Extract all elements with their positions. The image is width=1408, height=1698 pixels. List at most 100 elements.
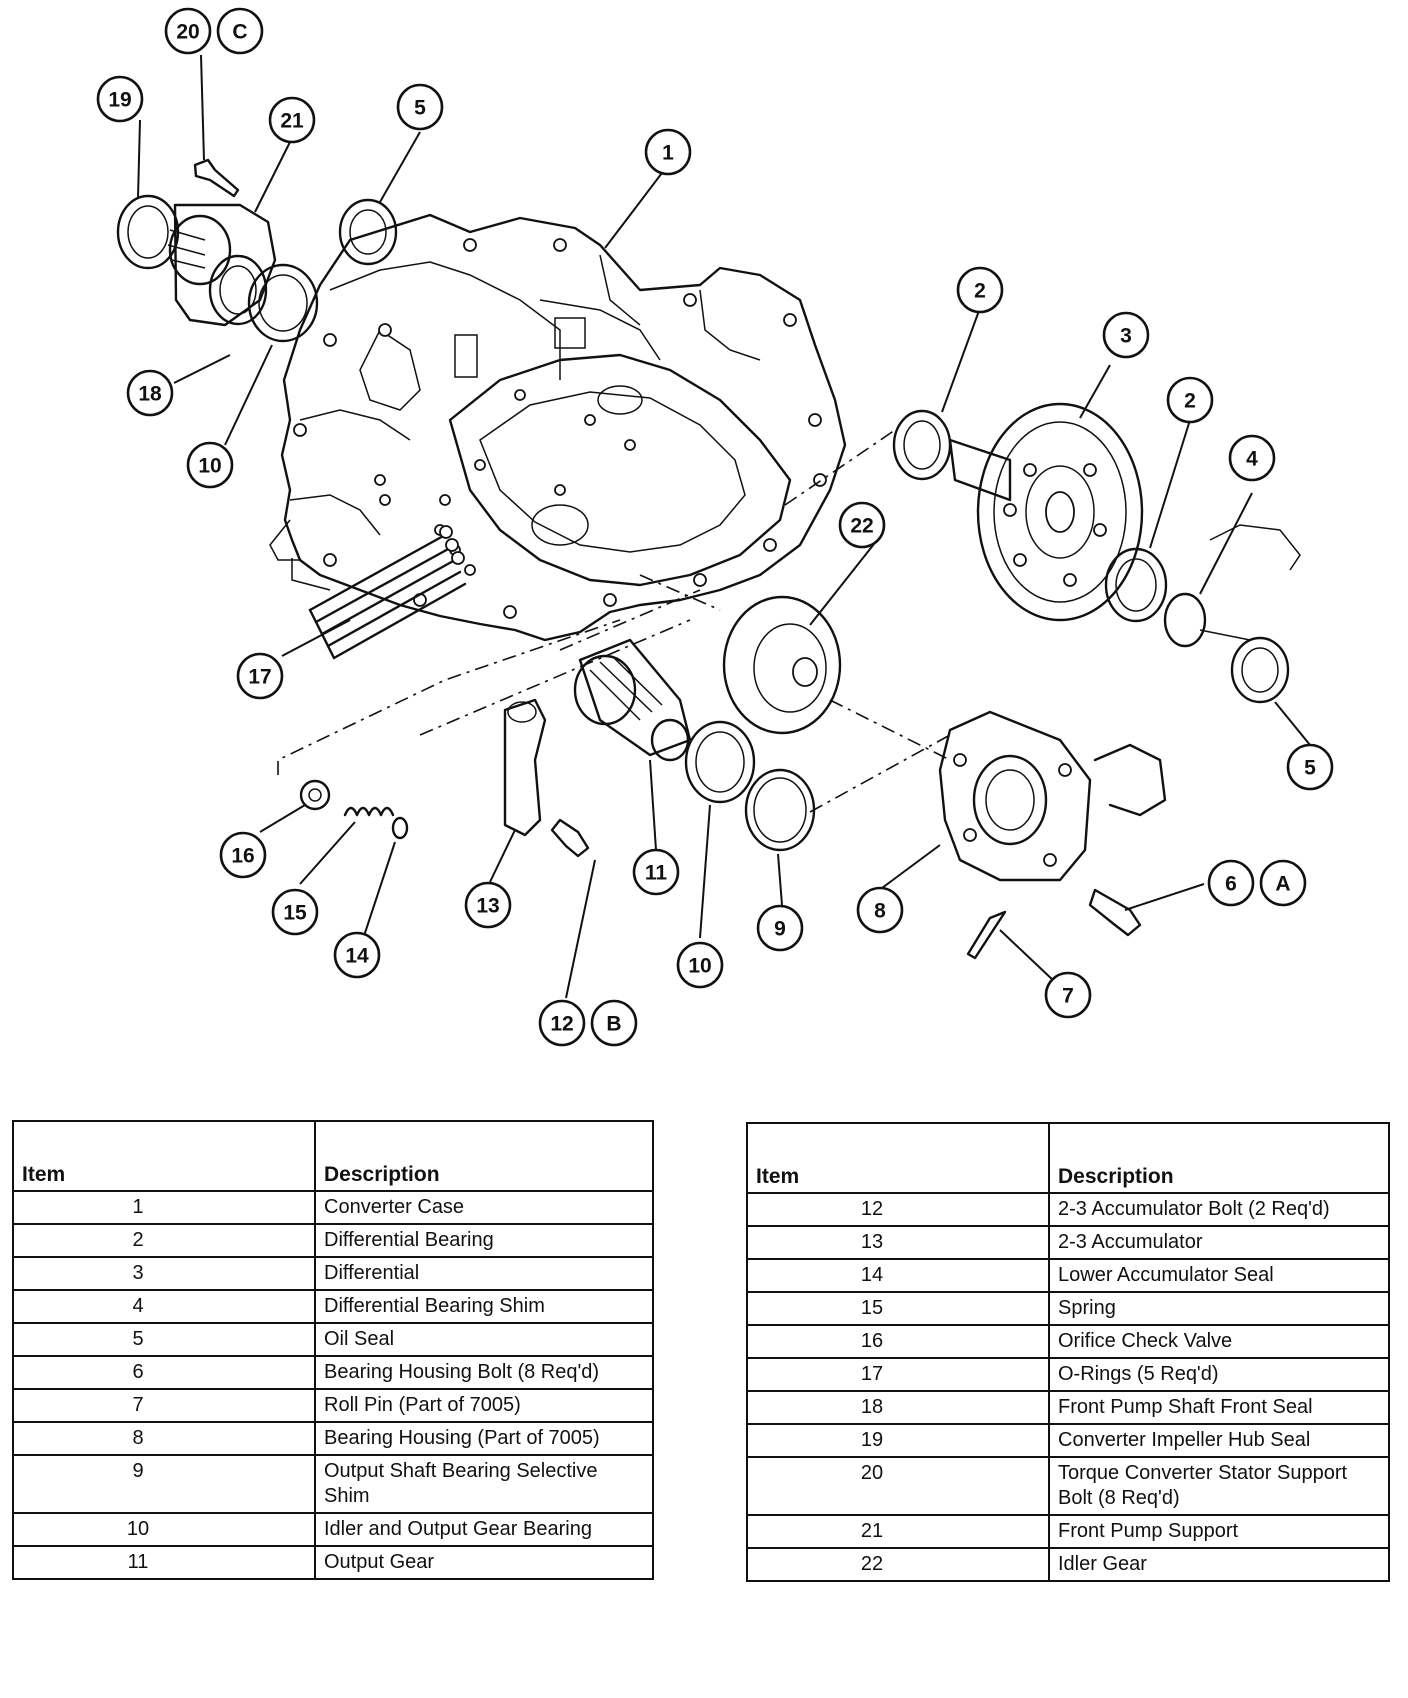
svg-text:19: 19 — [108, 89, 131, 112]
svg-text:2: 2 — [974, 280, 986, 303]
item-number: 22 — [746, 1547, 1050, 1582]
svg-text:11: 11 — [645, 862, 668, 885]
svg-text:9: 9 — [774, 918, 786, 941]
roll-pin-drawing — [966, 910, 1007, 960]
item-description: Bearing Housing Bolt (8 Req'd) — [314, 1355, 654, 1390]
callout-17: 17 — [236, 652, 284, 700]
callout-11: 11 — [632, 848, 680, 896]
assembly-lines — [277, 429, 951, 813]
item-description: Front Pump Shaft Front Seal — [1048, 1390, 1390, 1425]
svg-text:21: 21 — [280, 110, 304, 133]
svg-text:2: 2 — [1184, 390, 1196, 413]
svg-text:6: 6 — [1225, 873, 1237, 896]
svg-text:15: 15 — [283, 902, 307, 925]
item-description: O-Rings (5 Req'd) — [1048, 1357, 1390, 1392]
item-description: Output Gear — [314, 1545, 654, 1580]
item-number: 4 — [12, 1289, 316, 1324]
item-description: Output Shaft Bearing Selective Shim — [314, 1454, 654, 1514]
item-number: 16 — [746, 1324, 1050, 1359]
item-number: 13 — [746, 1225, 1050, 1260]
callout-4: 4 — [1228, 434, 1276, 482]
callout-2-right: 2 — [1166, 376, 1214, 424]
oil-seal-top-drawing — [338, 198, 398, 266]
svg-text:7: 7 — [1062, 985, 1074, 1008]
callout-1: 1 — [644, 128, 692, 176]
callout-20-letter-c: C — [216, 7, 264, 55]
svg-text:18: 18 — [138, 383, 162, 406]
item-number: 21 — [746, 1514, 1050, 1549]
item-number: 3 — [12, 1256, 316, 1291]
item-description: 2-3 Accumulator — [1048, 1225, 1390, 1260]
spring-drawing — [343, 806, 395, 817]
bearing-housing-drawing — [938, 710, 1167, 882]
svg-text:13: 13 — [476, 895, 499, 918]
svg-text:17: 17 — [248, 666, 271, 689]
item-number: 11 — [12, 1545, 316, 1580]
orifice-check-valve-drawing — [299, 779, 331, 811]
callout-20: 20 — [164, 7, 212, 55]
callout-5-right: 5 — [1286, 743, 1334, 791]
item-number: 9 — [12, 1454, 316, 1514]
front-pump-support-drawing — [116, 158, 319, 343]
item-description: Converter Impeller Hub Seal — [1048, 1423, 1390, 1458]
item-number: 10 — [12, 1512, 316, 1547]
callout-12: 12 — [538, 999, 586, 1047]
differential-drawing — [892, 402, 1301, 704]
svg-text:16: 16 — [231, 845, 254, 868]
item-number: 8 — [12, 1421, 316, 1456]
exploded-view-diagram: 1 2 3 2 4 5 5 19 20 C 21 18 10 17 22 11 … — [96, 7, 1334, 1047]
callout-19: 19 — [96, 75, 144, 123]
callout-12-letter-b: B — [590, 999, 638, 1047]
item-description: 2-3 Accumulator Bolt (2 Req'd) — [1048, 1192, 1390, 1227]
callout-16: 16 — [219, 831, 267, 879]
column-header-description: Description — [1048, 1122, 1390, 1194]
item-number: 12 — [746, 1192, 1050, 1227]
o-rings-drawing — [308, 525, 467, 660]
item-description: Orifice Check Valve — [1048, 1324, 1390, 1359]
svg-text:5: 5 — [1304, 757, 1316, 780]
svg-text:8: 8 — [874, 900, 886, 923]
callout-10-bottom: 10 — [676, 941, 724, 989]
item-description: Idler and Output Gear Bearing — [314, 1512, 654, 1547]
idler-output-bearing-drawing — [684, 720, 756, 804]
svg-text:12: 12 — [550, 1013, 573, 1036]
item-number: 17 — [746, 1357, 1050, 1392]
svg-text:4: 4 — [1246, 448, 1258, 471]
leader-lines — [137, 54, 1311, 999]
table-header-row: Item Description — [746, 1122, 1390, 1194]
item-number: 18 — [746, 1390, 1050, 1425]
item-description: Roll Pin (Part of 7005) — [314, 1388, 654, 1423]
callout-13: 13 — [464, 881, 512, 929]
converter-case-drawing — [269, 213, 847, 642]
item-number: 6 — [12, 1355, 316, 1390]
item-number: 20 — [746, 1456, 1050, 1516]
column-header-description: Description — [314, 1120, 654, 1192]
svg-text:A: A — [1275, 873, 1290, 896]
callout-15: 15 — [271, 888, 319, 936]
callout-21: 21 — [268, 96, 316, 144]
item-description: Lower Accumulator Seal — [1048, 1258, 1390, 1293]
svg-text:20: 20 — [176, 21, 199, 44]
accumulator-drawing — [503, 698, 590, 858]
bearing-housing-bolt-drawing — [1088, 888, 1142, 937]
item-description: Bearing Housing (Part of 7005) — [314, 1421, 654, 1456]
item-description: Oil Seal — [314, 1322, 654, 1357]
svg-text:3: 3 — [1120, 325, 1132, 348]
